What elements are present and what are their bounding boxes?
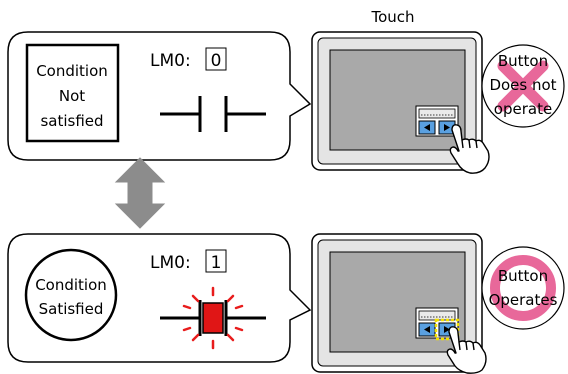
top-status-mark: Button Does not operate bbox=[481, 44, 565, 128]
top-register-label: LM0: bbox=[150, 51, 191, 71]
bottom-condition-circle bbox=[24, 248, 118, 342]
bottom-status-line-1: Button bbox=[498, 267, 548, 285]
glow-rays-icon bbox=[182, 286, 244, 350]
top-condition-line-1: Condition bbox=[36, 62, 108, 80]
cross-mark-icon bbox=[497, 60, 549, 112]
top-status-line-3: operate bbox=[494, 100, 552, 118]
top-screen-buttons bbox=[415, 105, 459, 137]
bottom-condition-line-2: Satisfied bbox=[39, 300, 104, 318]
top-status-line-2: Does not bbox=[489, 76, 556, 94]
top-condition-box bbox=[25, 43, 120, 143]
top-register-value-box bbox=[205, 47, 227, 71]
top-condition-line-2: Not bbox=[59, 87, 85, 105]
top-register-value: 0 bbox=[211, 51, 222, 71]
bottom-register-label: LM0: bbox=[150, 253, 191, 273]
bottom-condition-line-1: Condition bbox=[35, 276, 107, 294]
circle-mark-icon bbox=[490, 255, 556, 321]
top-hand-icon bbox=[449, 124, 490, 174]
bottom-hand-icon bbox=[446, 326, 487, 374]
touch-label: Touch bbox=[370, 8, 414, 26]
top-panel: Condition Not satisfied LM0: 0 Touch bbox=[7, 8, 565, 174]
top-contact-symbol-open bbox=[160, 96, 266, 132]
bottom-register-value: 1 bbox=[211, 253, 222, 273]
bottom-register-value-box bbox=[205, 249, 227, 273]
bottom-status-line-2: Operates bbox=[489, 291, 558, 309]
top-condition-line-3: satisfied bbox=[40, 112, 103, 130]
bottom-panel: Condition Satisfied LM0: 1 bbox=[7, 233, 565, 374]
top-status-line-1: Button bbox=[498, 52, 548, 70]
double-arrow-icon bbox=[114, 157, 166, 229]
bottom-contact-symbol-closed bbox=[160, 286, 266, 350]
bottom-status-mark: Button Operates bbox=[481, 246, 565, 330]
